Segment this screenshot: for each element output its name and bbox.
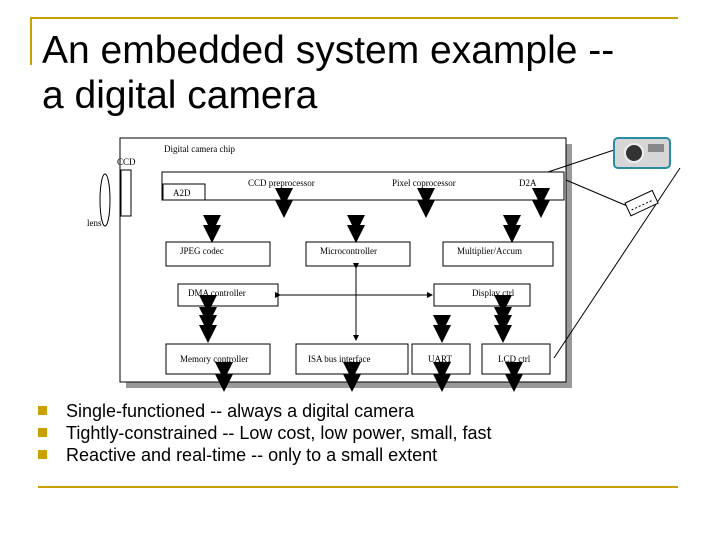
- lens-shape: [99, 173, 111, 227]
- d2a-label: D2A: [519, 178, 537, 188]
- uart-label: UART: [428, 354, 452, 364]
- dma-controller-label: DMA controller: [188, 288, 246, 298]
- slide-title: An embedded system example -- a digital …: [42, 28, 614, 118]
- bullet-item: Reactive and real-time -- only to a smal…: [36, 444, 492, 466]
- microcontroller-label: Microcontroller: [320, 246, 377, 256]
- bullet-text: Single-functioned -- always a digital ca…: [66, 401, 415, 421]
- slide-title-line-1: An embedded system example --: [42, 29, 615, 72]
- memory-controller-label: Memory controller: [180, 354, 248, 364]
- lens-label: lens: [87, 218, 102, 228]
- a2d-box: [162, 183, 206, 201]
- camera-block-diagram: Digital camera chip CCD lens A2D CCD pre…: [87, 137, 681, 392]
- bullet-text: Reactive and real-time -- only to a smal…: [66, 445, 438, 465]
- bullet-square-icon: [38, 450, 47, 459]
- jpeg-codec-box: [165, 241, 271, 267]
- chip-to-card-line: [565, 179, 633, 209]
- ccd-label: CCD: [117, 157, 136, 167]
- multiplier-accum-box: [442, 241, 554, 267]
- jpeg-codec-label: JPEG codec: [180, 246, 224, 256]
- camera-icon: [613, 137, 671, 169]
- bullet-item: Single-functioned -- always a digital ca…: [36, 400, 492, 422]
- slide-title-line-2: a digital camera: [42, 74, 318, 117]
- pixel-coprocessor-label: Pixel coprocessor: [392, 178, 456, 188]
- top-block-row: [161, 171, 565, 201]
- bullet-square-icon: [38, 406, 47, 415]
- isa-bus-interface-label: ISA bus interface: [308, 354, 370, 364]
- microcontroller-box: [305, 241, 411, 267]
- lcd-to-camera-line: [553, 167, 681, 359]
- bullet-list: Single-functioned -- always a digital ca…: [36, 400, 492, 466]
- lcd-ctrl-label: LCD ctrl: [498, 354, 531, 364]
- d2a-to-camera-line: [547, 149, 615, 173]
- memory-card-icon: [624, 189, 659, 217]
- bullet-item: Tightly-constrained -- Low cost, low pow…: [36, 422, 492, 444]
- bullet-text: Tightly-constrained -- Low cost, low pow…: [66, 423, 492, 443]
- a2d-label: A2D: [173, 188, 191, 198]
- multiplier-accum-label: Multiplier/Accum: [457, 246, 522, 256]
- ccd-sensor: [120, 169, 132, 217]
- bus-arrows: [199, 188, 550, 392]
- display-ctrl-label: Display ctrl: [472, 288, 515, 298]
- bullet-square-icon: [38, 428, 47, 437]
- ccd-preprocessor-label: CCD preprocessor: [248, 178, 315, 188]
- frame-top-rule: [30, 17, 678, 19]
- chip-label: Digital camera chip: [164, 144, 235, 154]
- frame-left-rule: [30, 17, 32, 65]
- frame-bottom-rule: [38, 486, 678, 488]
